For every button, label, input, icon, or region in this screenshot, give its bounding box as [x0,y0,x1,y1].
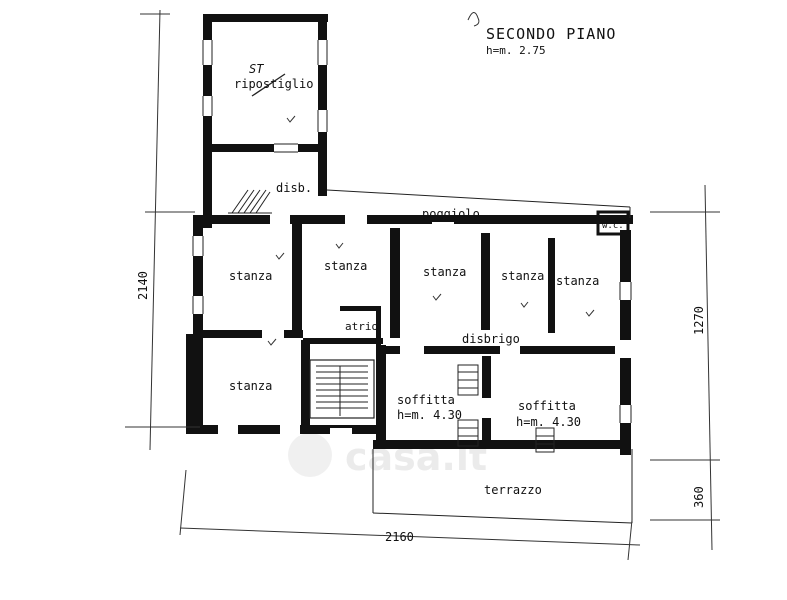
check-marks [267,115,595,346]
room-label-soffitta-2: soffitta [518,399,576,413]
handwritten-strike [251,73,286,97]
room-label-poggiolo: poggiolo [422,207,480,221]
dimension-lines [125,9,720,561]
poggiolo-balcony [326,189,631,236]
stairs [228,189,555,453]
room-label-atrio: atrio [345,320,378,333]
room-label-stanza-2: stanza [324,259,367,273]
dim-label-left: 2140 [136,271,150,300]
window-openings [186,40,635,442]
room-height-soffitta-2: h=m. 4.30 [516,415,581,429]
terrazzo-outline [372,449,633,524]
room-label-wc: w.c. [602,221,624,231]
room-label-ripostiglio: ripostiglio [234,77,313,91]
room-label-stanza-6: stanza [229,379,272,393]
room-label-stanza-3: stanza [423,265,466,279]
room-label-stanza-5: stanza [556,274,599,288]
room-label-disbrigo: disbrigo [462,332,520,346]
dim-label-right-lower: 360 [692,486,706,508]
room-label-stanza-1: stanza [229,269,272,283]
room-height-soffitta-1: h=m. 4.30 [397,408,462,422]
handwritten-scribble [467,12,480,27]
room-label-disb: disb. [276,181,312,195]
st-mark: ST [249,62,264,76]
dim-label-bottom: 2160 [385,530,414,544]
watermark: casa.it [288,433,487,479]
room-label-soffitta-1: soffitta [397,393,455,407]
area-label-terrazzo: terrazzo [484,483,542,497]
page-title: SECONDO PIANO [486,25,616,43]
height-note: h=m. 2.75 [486,44,546,57]
dim-label-right-upper: 1270 [692,306,706,335]
room-label-stanza-4: stanza [501,269,544,283]
